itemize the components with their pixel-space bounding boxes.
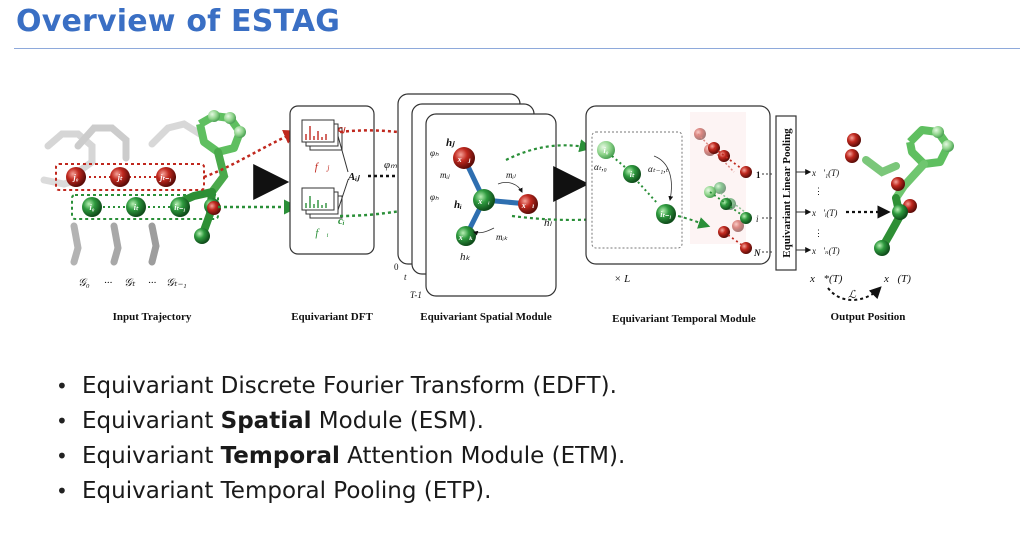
node-xl: x⃗ₗ xyxy=(518,194,538,214)
svg-text:x⃗ₗ: x⃗ₗ xyxy=(521,201,535,210)
label-hi: hᵢ xyxy=(454,199,462,211)
temporal-module-panel: i₀ iₜ iₜ₋₁ αₜ,₀ αₜ₋₁,ₜ × xyxy=(585,105,771,325)
graph-label-g0: 𝒢₀ xyxy=(78,277,90,289)
caption-temporal: Equivariant Temporal Module xyxy=(612,313,756,325)
green-flow-to-temporal-1 xyxy=(505,139,593,161)
temporal-output-lanes xyxy=(704,142,752,254)
pooling-label: Equivariant Linear Pooling xyxy=(781,128,793,258)
label-x1T: x⃗′₁(T) xyxy=(811,168,839,178)
svg-text:j₀: j₀ xyxy=(71,173,78,182)
graph-label-gt: 𝒢ₜ xyxy=(124,277,136,289)
spectrum-card-fi xyxy=(301,187,343,219)
bullet-item-edft: •Equivariant Discrete Fourier Transform … xyxy=(56,373,617,399)
node-i0: i₀ xyxy=(82,197,102,217)
svg-text:jₜ: jₜ xyxy=(116,173,123,182)
spectrum-card-fj xyxy=(301,119,343,151)
faded-node-columns xyxy=(690,112,751,244)
label-xT: x⃗(T) xyxy=(883,273,911,285)
svg-text:iₜ: iₜ xyxy=(630,170,635,179)
label-mik: mᵢₖ xyxy=(496,232,508,242)
stack-label-t: t xyxy=(404,272,407,282)
bullet-item-esm: •Equivariant Spatial Module (ESM). xyxy=(56,408,484,434)
svg-text:jₜ₋₁: jₜ₋₁ xyxy=(158,173,172,182)
node-temporal-i0: i₀ xyxy=(597,141,615,159)
ghost-molecules xyxy=(40,120,204,266)
architecture-diagram: j₀ jₜ jₜ₋₁ i₀ iₜ iₜ₋₁ 𝒢₀ ··· 𝒢ₜ ··· � xyxy=(40,93,954,325)
node-temporal-iT1: iₜ₋₁ xyxy=(656,204,676,224)
label-hl: hₗ xyxy=(544,217,553,229)
label-alpha-t0: αₜ,₀ xyxy=(594,162,607,172)
stack-label-0: 0 xyxy=(394,262,399,272)
label-mil: mᵢₗ xyxy=(506,170,517,180)
svg-text:⋮: ⋮ xyxy=(814,228,823,238)
label-hj: hⱼ xyxy=(446,137,455,149)
node-it: iₜ xyxy=(126,197,146,217)
svg-text:iₜ₋₁: iₜ₋₁ xyxy=(174,203,186,212)
svg-text:x⃗ᵢ: x⃗ᵢ xyxy=(477,197,490,206)
svg-text:x⃗ₖ: x⃗ₖ xyxy=(458,233,473,242)
label-alpha-T1t: αₜ₋₁,ₜ xyxy=(648,164,669,174)
node-jT1: jₜ₋₁ xyxy=(156,167,176,187)
graph-label-dots1: ··· xyxy=(104,277,113,289)
node-j0: j₀ xyxy=(66,167,86,187)
label-fj: f⃗ⱼ xyxy=(315,161,330,173)
graph-label-gT1: 𝒢ₜ₋₁ xyxy=(166,277,187,289)
node-xi: x⃗ᵢ xyxy=(473,189,495,211)
caption-input-trajectory: Input Trajectory xyxy=(113,311,192,323)
bullet-item-etp: •Equivariant Temporal Pooling (ETP). xyxy=(56,478,492,504)
graph-label-dots2: ··· xyxy=(148,277,157,289)
linear-pooling-bar: Equivariant Linear Pooling xyxy=(775,115,797,271)
bullet-item-etm: •Equivariant Temporal Attention Module (… xyxy=(56,443,626,469)
label-fi: f⃗ᵢ xyxy=(315,227,329,239)
input-trajectory-panel: j₀ jₜ jₜ₋₁ i₀ iₜ iₜ₋₁ 𝒢₀ ··· 𝒢ₜ ··· � xyxy=(40,110,246,323)
svg-text:iₜ₋₁: iₜ₋₁ xyxy=(660,210,672,219)
label-times-l: × L xyxy=(614,273,630,285)
label-ci: cᵢ xyxy=(338,215,345,227)
stack-label-end: T-1 xyxy=(410,290,422,300)
node-temporal-it: iₜ xyxy=(623,165,641,183)
pool-row-1: 1 xyxy=(756,170,761,180)
caption-dft: Equivariant DFT xyxy=(291,311,373,323)
label-loss: ℒ xyxy=(848,289,857,301)
caption-spatial: Equivariant Spatial Module xyxy=(420,311,552,323)
label-xstar: x⃗*(T) xyxy=(809,273,843,285)
label-xNT: x⃗′ₙ(T) xyxy=(811,246,840,256)
dft-panel: f⃗ⱼ cⱼ f⃗ᵢ cᵢ Aᵢⱼ Equivariant DFT xyxy=(289,105,375,323)
svg-text:iₜ: iₜ xyxy=(134,203,139,212)
estag-architecture-figure: j₀ jₜ jₜ₋₁ i₀ iₜ iₜ₋₁ 𝒢₀ ··· 𝒢ₜ ··· � xyxy=(34,76,1014,348)
title-divider xyxy=(14,48,1020,49)
bullet-list: •Equivariant Discrete Fourier Transform … xyxy=(52,371,625,511)
label-xiT: x⃗′ᵢ(T) xyxy=(811,208,837,218)
node-xk: x⃗ₖ xyxy=(456,226,476,246)
label-mij: mᵢⱼ xyxy=(440,170,451,180)
label-cj: cⱼ xyxy=(338,123,346,135)
green-node-selection xyxy=(71,194,219,220)
pool-row-i: i xyxy=(756,214,759,224)
label-hk: hₖ xyxy=(460,251,471,263)
green-molecule xyxy=(176,110,246,244)
red-flow-to-dft xyxy=(203,129,299,179)
svg-text:⋮: ⋮ xyxy=(814,186,823,196)
node-iT1: iₜ₋₁ xyxy=(170,197,190,217)
svg-text:x⃗ⱼ: x⃗ⱼ xyxy=(457,155,471,164)
slide-title: Overview of ESTAG xyxy=(16,4,341,39)
pool-row-n: N xyxy=(753,248,761,258)
node-jt: jₜ xyxy=(110,167,130,187)
output-molecule xyxy=(845,126,954,256)
label-phi-h2: φₕ xyxy=(430,192,439,202)
label-phi-h1: φₕ xyxy=(430,148,439,158)
label-phi-m: φₘ xyxy=(384,159,397,171)
output-vectors: x⃗′₁(T) ⋮ x⃗′ᵢ(T) ⋮ x⃗′ₙ(T) xyxy=(796,168,840,256)
label-aij: Aᵢⱼ xyxy=(347,171,360,183)
caption-output: Output Position xyxy=(831,311,906,323)
svg-text:i₀: i₀ xyxy=(603,146,608,155)
spatial-module-panel: x⃗ⱼ x⃗ᵢ x⃗ₖ x⃗ₗ hⱼ φₕ mᵢⱼ φₕ hᵢ mᵢₗ mᵢₖ … xyxy=(394,93,557,323)
green-flow-to-spatial xyxy=(339,198,447,218)
svg-text:i₀: i₀ xyxy=(89,203,94,212)
node-xj: x⃗ⱼ xyxy=(453,147,475,169)
